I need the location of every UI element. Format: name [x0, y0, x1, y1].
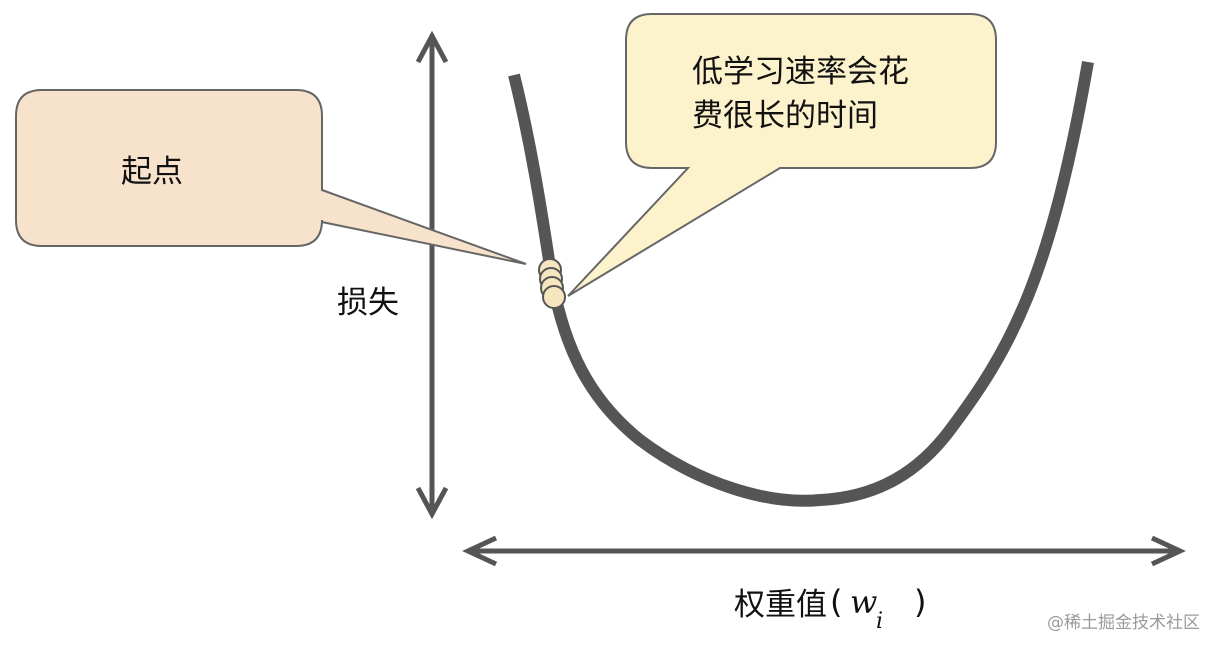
slow-lr-callout-bubble	[567, 13, 997, 297]
step-marker	[542, 285, 566, 309]
slow-lr-callout: 低学习速率会花 费很长的时间	[567, 13, 997, 297]
step-markers	[538, 258, 566, 309]
x-axis-label-subscript: i	[876, 609, 883, 634]
slow-lr-callout-line1: 低学习速率会花	[692, 54, 909, 90]
x-axis-label: 权重值 ( w i )	[734, 583, 926, 634]
start-callout: 起点	[15, 89, 527, 265]
start-callout-label: 起点	[121, 154, 183, 190]
slow-lr-callout-line2: 费很长的时间	[692, 98, 878, 134]
y-axis	[415, 30, 449, 520]
x-axis-label-variable: w	[850, 583, 877, 621]
watermark-text: @稀土掘金技术社区	[1047, 613, 1200, 633]
start-callout-bubble	[15, 89, 527, 265]
y-axis-label: 损失	[337, 285, 399, 321]
x-axis-label-close-paren: )	[914, 583, 926, 621]
x-axis-label-text: 权重值	[734, 587, 827, 623]
x-axis	[462, 535, 1186, 567]
x-axis-label-open-paren: (	[830, 583, 842, 621]
